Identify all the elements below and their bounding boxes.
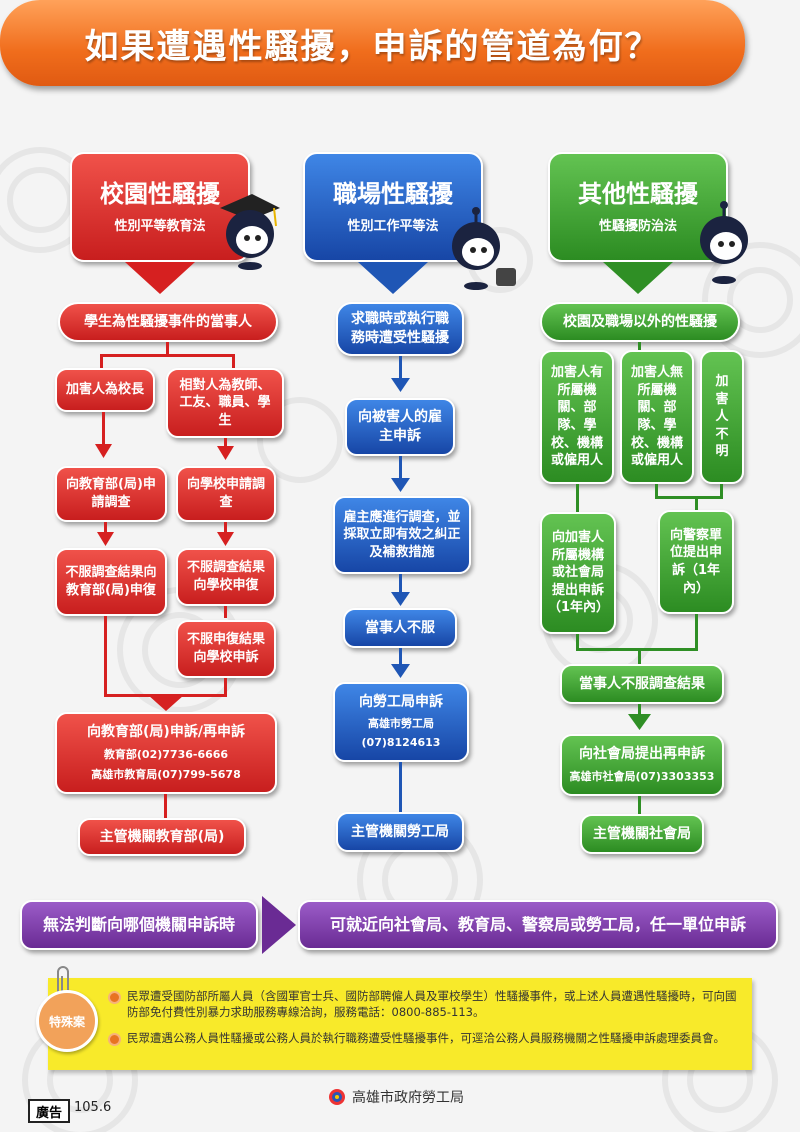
arrow-down-icon bbox=[391, 478, 410, 492]
workplace-authority: 主管機關勞工局 bbox=[336, 812, 464, 852]
workplace-final-line2: (07)8124613 bbox=[362, 736, 441, 751]
campus-authority: 主管機關教育部(局) bbox=[78, 818, 246, 856]
header-workplace-law: 性別工作平等法 bbox=[347, 218, 438, 236]
other-apply-left: 向加害人所屬機構或社會局提出申訴（1年內） bbox=[540, 512, 616, 634]
bottom-left-box: 無法判斷向哪個機關申訴時 bbox=[20, 900, 258, 950]
header-workplace-title: 職場性騷擾 bbox=[333, 178, 453, 210]
campus-apply-right: 向學校申請調查 bbox=[176, 466, 276, 522]
other-final-line1: 高雄市社會局(07)3303353 bbox=[570, 770, 715, 785]
workplace-step1: 向被害人的雇主申訴 bbox=[345, 398, 455, 456]
arrow-down-icon bbox=[628, 714, 651, 730]
workplace-step2: 雇主應進行調查，並採取立即有效之糾正及補救措施 bbox=[333, 496, 471, 574]
arrow-down-icon bbox=[125, 262, 195, 294]
workplace-final-title: 向勞工局申訴 bbox=[359, 693, 443, 712]
special-label-badge: 特殊案 bbox=[36, 990, 98, 1052]
mascot-worker-icon bbox=[440, 206, 520, 296]
arrow-down-icon bbox=[391, 592, 410, 606]
date-code: 105.6 bbox=[74, 1100, 111, 1115]
campus-apply-left: 向教育部(局)申請調查 bbox=[55, 466, 167, 522]
other-authority: 主管機關社會局 bbox=[580, 814, 704, 854]
footer-org-name: 高雄市政府勞工局 bbox=[352, 1087, 464, 1107]
header-campus-title: 校園性騷擾 bbox=[100, 178, 220, 210]
special-item-2: 民眾遭遇公務人員性騷擾或公務人員於執行職務遭受性騷擾事件，可逕洽公務人員服務機關… bbox=[108, 1030, 744, 1046]
campus-appeal-right2: 不服申復結果向學校申訴 bbox=[176, 620, 276, 678]
arrow-down-icon bbox=[391, 664, 410, 678]
campus-final-line2: 高雄市教育局(07)799-5678 bbox=[91, 768, 241, 783]
other-final: 向社會局提出再申訴 高雄市社會局(07)3303353 bbox=[560, 734, 724, 796]
other-branch-c: 加害人不明 bbox=[700, 350, 744, 484]
campus-party: 學生為性騷擾事件的當事人 bbox=[58, 302, 278, 342]
campus-branch-left: 加害人為校長 bbox=[55, 368, 155, 412]
other-step3: 當事人不服調查結果 bbox=[560, 664, 724, 704]
arrow-down-icon bbox=[217, 446, 234, 460]
campus-final-line1: 教育部(02)7736-6666 bbox=[104, 748, 228, 763]
header-campus-law: 性別平等教育法 bbox=[114, 218, 205, 236]
other-branch-a: 加害人有所屬機關、部隊、學校、機構或僱用人 bbox=[540, 350, 614, 484]
footer-org: 高雄市政府勞工局 bbox=[328, 1086, 464, 1108]
bullet-icon bbox=[108, 991, 121, 1004]
arrow-right-icon bbox=[262, 896, 296, 954]
arrow-down-icon bbox=[603, 262, 673, 294]
campus-appeal-right: 不服調查結果向學校申復 bbox=[176, 548, 276, 606]
campus-final: 向教育部(局)申訴/再申訴 教育部(02)7736-6666 高雄市教育局(07… bbox=[55, 712, 277, 794]
workplace-step3: 當事人不服 bbox=[343, 608, 457, 648]
other-branch-b: 加害人無所屬機關、部隊、學校、機構或僱用人 bbox=[620, 350, 694, 484]
campus-branch-right: 相對人為教師、工友、職員、學生 bbox=[166, 368, 284, 438]
bottom-right-box: 可就近向社會局、教育局、警察局或勞工局，任一單位申訴 bbox=[298, 900, 778, 950]
campus-final-title: 向教育部(局)申訴/再申訴 bbox=[87, 723, 245, 742]
city-logo-icon bbox=[328, 1088, 346, 1106]
arrow-down-icon bbox=[217, 532, 234, 546]
bullet-icon bbox=[108, 1033, 121, 1046]
arrow-down-icon bbox=[95, 444, 112, 458]
workplace-final-line1: 高雄市勞工局 bbox=[368, 717, 434, 732]
special-cases-panel: 民眾遭受國防部所屬人員（含國軍官士兵、國防部聘僱人員及軍校學生）性騷擾事件，或上… bbox=[48, 978, 752, 1070]
header-other-title: 其他性騷擾 bbox=[578, 178, 698, 210]
arrow-down-icon bbox=[358, 262, 428, 294]
ad-label: 廣告 bbox=[28, 1099, 70, 1123]
workplace-party: 求職時或執行職務時遭受性騷擾 bbox=[336, 302, 464, 356]
special-label-text: 特殊案 bbox=[49, 1013, 85, 1030]
workplace-final: 向勞工局申訴 高雄市勞工局 (07)8124613 bbox=[333, 682, 469, 762]
arrow-down-icon bbox=[148, 695, 184, 711]
header-other-law: 性騷擾防治法 bbox=[599, 218, 677, 236]
other-final-title: 向社會局提出再申訴 bbox=[579, 745, 705, 764]
arrow-down-icon bbox=[391, 378, 410, 392]
mascot-pointing-icon bbox=[690, 200, 760, 290]
mascot-graduate-icon bbox=[212, 190, 282, 270]
other-apply-right: 向警察單位提出申訴（1年內） bbox=[658, 510, 734, 614]
special-item-1: 民眾遭受國防部所屬人員（含國軍官士兵、國防部聘僱人員及軍校學生）性騷擾事件，或上… bbox=[108, 988, 744, 1020]
arrow-down-icon bbox=[97, 532, 114, 546]
other-party: 校園及職場以外的性騷擾 bbox=[540, 302, 740, 342]
campus-appeal-left: 不服調查結果向教育部(局)申復 bbox=[55, 548, 167, 616]
